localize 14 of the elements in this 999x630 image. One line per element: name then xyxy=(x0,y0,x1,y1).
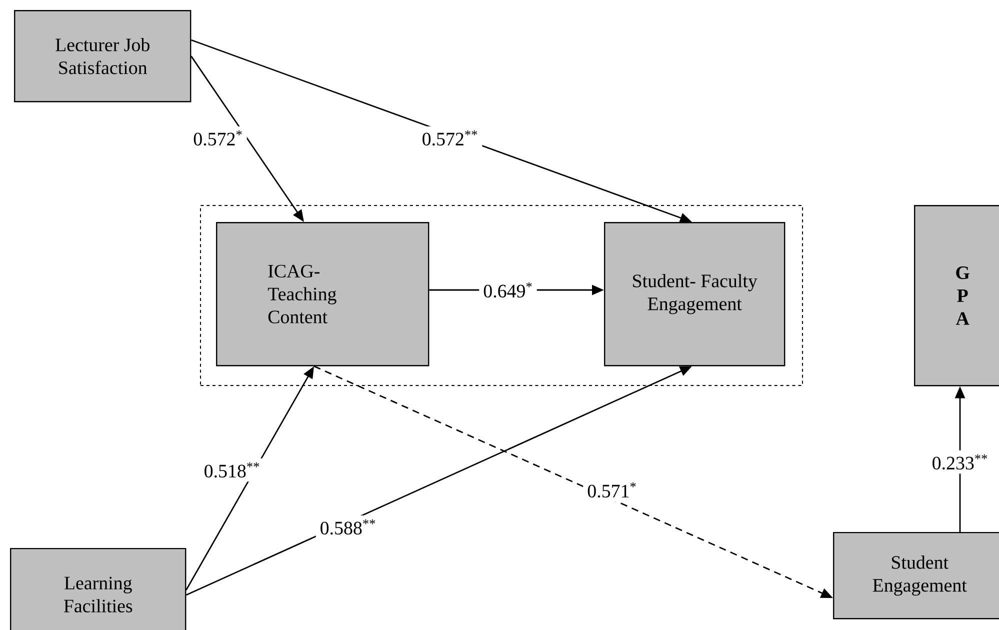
variable-box: Lecturer Job Satisfaction xyxy=(14,10,192,102)
edge-label: 0.649$^{*}$ xyxy=(479,278,537,302)
variable-box: Student Engagement xyxy=(833,532,999,620)
variable-box: G P A xyxy=(914,205,999,386)
edge-label: 0.518$^{**}$ xyxy=(200,458,264,482)
edge-label: 0.572$^{**}$ xyxy=(418,126,482,150)
dashed-group-box xyxy=(200,205,803,386)
variable-box: ICAG- Teaching Content xyxy=(216,222,430,366)
edge-label: 0.588$^{**}$ xyxy=(316,515,380,539)
edge-label: 0.571$^{*}$ xyxy=(583,478,641,502)
edge-label: 0.233$^{**}$ xyxy=(928,450,992,474)
variable-box: Learning Facilities xyxy=(10,548,186,630)
variable-box: Student- Faculty Engagement xyxy=(604,222,786,366)
edge-label: 0.572$^{*}$ xyxy=(189,126,247,150)
